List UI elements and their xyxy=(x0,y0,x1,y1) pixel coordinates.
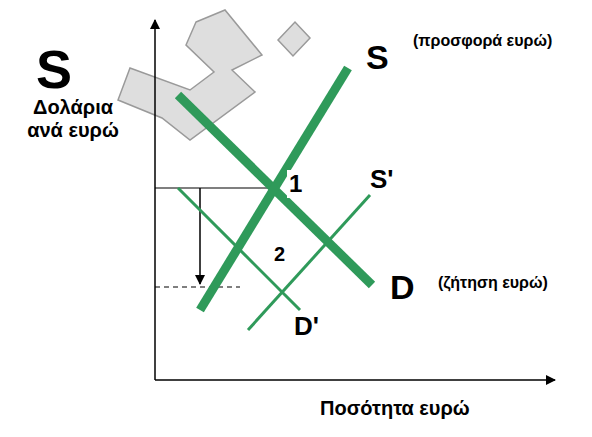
curve-note: (ζήτηση ευρώ) xyxy=(438,274,548,292)
decor-shape xyxy=(118,10,310,140)
guide-line xyxy=(155,187,277,188)
curve-label: D' xyxy=(294,312,319,342)
supply-line xyxy=(200,68,348,310)
shift-arrow xyxy=(199,188,201,284)
callout-number: 2 xyxy=(272,243,287,266)
guide-line-dashed xyxy=(155,286,240,287)
curve-note: (προσφορά ευρώ) xyxy=(413,32,552,50)
axes xyxy=(155,20,555,380)
axis-title: Δολάρια ανά ευρώ xyxy=(18,96,128,142)
curve-label: D xyxy=(390,268,415,307)
axis-symbol: S xyxy=(36,38,72,100)
axis-title: Ποσότητα ευρώ xyxy=(320,397,470,420)
curve-label: S xyxy=(366,38,389,77)
callout-number: 1 xyxy=(287,170,304,198)
curve-label: S' xyxy=(370,165,394,195)
